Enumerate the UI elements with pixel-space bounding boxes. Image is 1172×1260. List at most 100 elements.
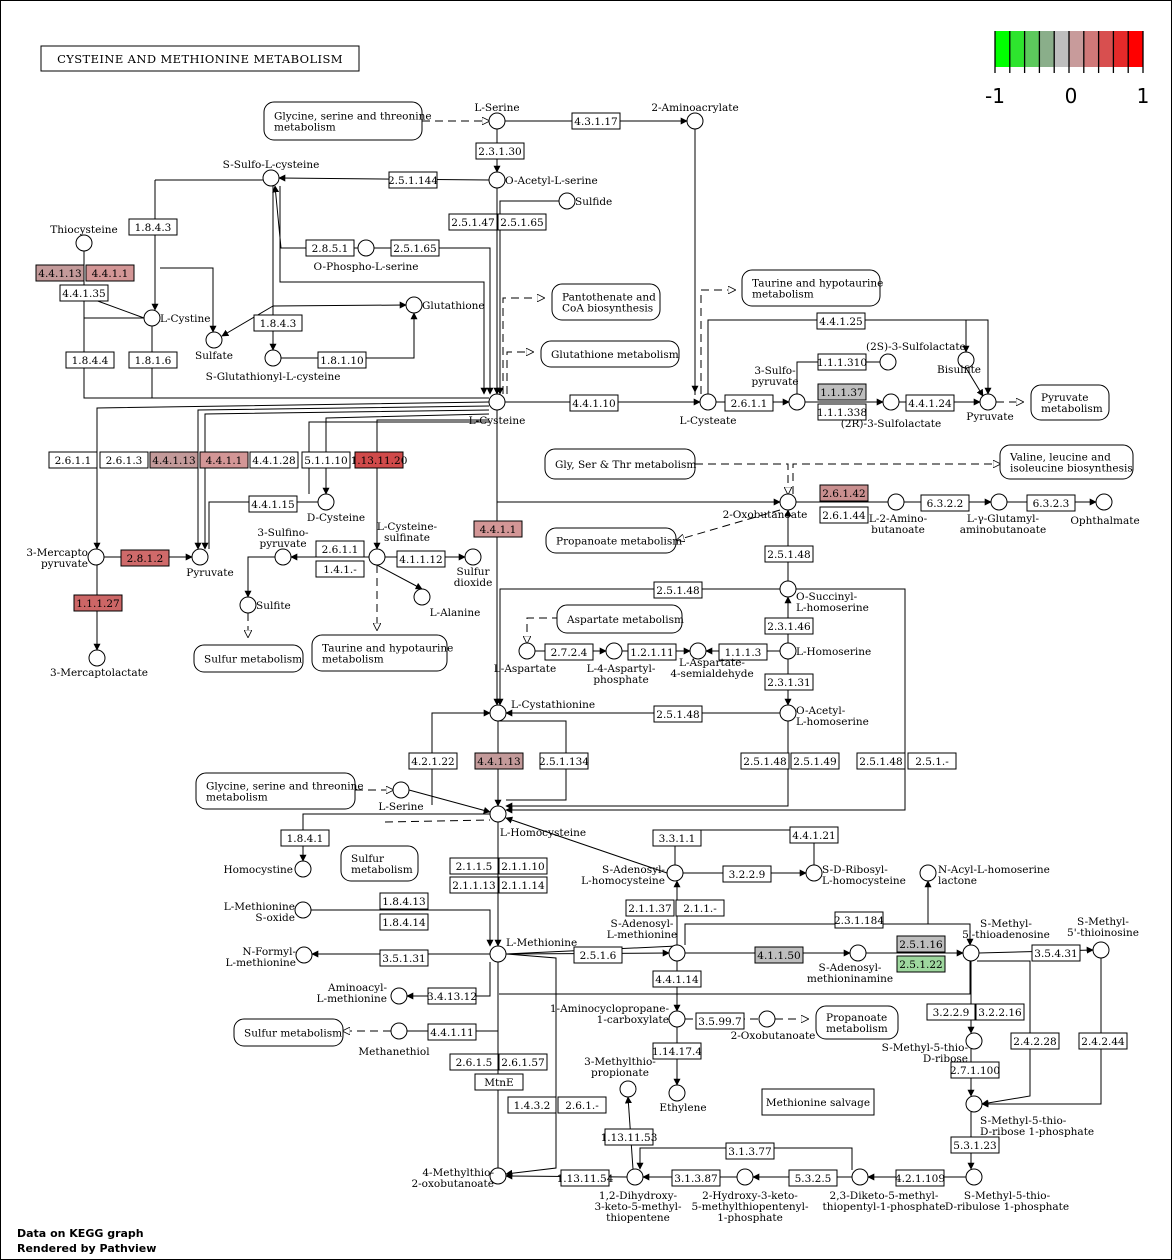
enzyme-2-5-1-65[interactable]: 2.5.1.65 — [390, 239, 440, 257]
enzyme-4-3-1-17[interactable]: 4.3.1.17 — [571, 112, 621, 130]
compound-l-cystathionine[interactable]: L-Cystathionine — [489, 699, 595, 722]
enzyme-4-1-1-12[interactable]: 4.1.1.12 — [396, 550, 446, 568]
compound-dihydroxy-keto[interactable]: 1,2-Dihydroxy-3-keto-5-methyl-thiopenten… — [594, 1168, 682, 1224]
enzyme-2-5-1--[interactable]: 2.5.1.- — [907, 752, 957, 770]
enzyme-2-1-1-10[interactable]: 2.1.1.10 — [498, 857, 548, 875]
enzyme-1-1-1-3[interactable]: 1.1.1.3 — [718, 643, 768, 661]
compound-o-phospho-serine[interactable]: O-Phospho-L-serine — [314, 239, 419, 273]
enzyme-3-5-1-31[interactable]: 3.5.1.31 — [379, 949, 429, 967]
enzyme-MtnE[interactable]: MtnE — [474, 1073, 524, 1091]
enzyme-4-4-1-1[interactable]: 4.4.1.1 — [473, 520, 523, 538]
enzyme-4-4-1-13[interactable]: 4.4.1.13 — [474, 752, 524, 770]
map-propanoate-mid[interactable]: Propanoate metabolism — [545, 527, 682, 554]
enzyme-2-5-1-22[interactable]: 2.5.1.22 — [896, 955, 946, 973]
enzyme-2-1-1-13[interactable]: 2.1.1.13 — [449, 876, 499, 894]
compound-l-serine2[interactable]: L-Serine — [378, 781, 424, 813]
enzyme-2-5-1-48[interactable]: 2.5.1.48 — [740, 752, 790, 770]
enzyme-4-4-1-14[interactable]: 4.4.1.14 — [652, 970, 702, 988]
enzyme-5-3-2-5[interactable]: 5.3.2.5 — [788, 1169, 838, 1187]
enzyme-3-3-1-1[interactable]: 3.3.1.1 — [652, 829, 702, 847]
enzyme-2-5-1-48[interactable]: 2.5.1.48 — [653, 705, 703, 723]
enzyme-5-1-1-10[interactable]: 5.1.1.10 — [301, 451, 351, 469]
compound-s-adenosyl-methionine[interactable]: S-Adenosyl-L-methionine — [607, 918, 686, 962]
compound-n-formyl-methionine[interactable]: N-Formyl-L-methionine — [226, 946, 313, 969]
enzyme-1-4-1--[interactable]: 1.4.1.- — [315, 560, 365, 578]
enzyme-6-3-2-3[interactable]: 6.3.2.3 — [1026, 494, 1076, 512]
compound-l-serine[interactable]: L-Serine — [474, 102, 520, 130]
enzyme-4-4-1-10[interactable]: 4.4.1.10 — [569, 394, 619, 412]
compound-homocystine[interactable]: Homocystine — [223, 860, 312, 878]
enzyme-3-2-2-9[interactable]: 3.2.2.9 — [722, 865, 772, 883]
compound-s-adenosyl-homocysteine[interactable]: S-Adenosyl-L-homocysteine — [581, 864, 684, 887]
enzyme-4-4-1-35[interactable]: 4.4.1.35 — [59, 284, 109, 302]
enzyme-4-4-1-13[interactable]: 4.4.1.13 — [149, 451, 199, 469]
compound-hydroxy-keto[interactable]: 2-Hydroxy-3-keto-5-methylthiopentenyl-1-… — [691, 1168, 809, 1224]
compound-l-methionine[interactable]: L-Methionine — [489, 937, 577, 963]
enzyme-1-1-1-338[interactable]: 1.1.1.338 — [817, 403, 867, 421]
enzyme-2-3-1-46[interactable]: 2.3.1.46 — [764, 617, 814, 635]
map-gly-ser-thr-mid[interactable]: Gly, Ser & Thr metabolism — [544, 448, 696, 480]
enzyme-4-4-1-15[interactable]: 4.4.1.15 — [248, 495, 298, 513]
compound-oxobutanoate2[interactable]: 2-Oxobutanoate — [731, 1010, 816, 1042]
enzyme-1-14-17-4[interactable]: 1.14.17.4 — [652, 1042, 702, 1060]
enzyme-2-8-5-1[interactable]: 2.8.5.1 — [305, 239, 355, 257]
enzyme-2-5-1-48[interactable]: 2.5.1.48 — [764, 545, 814, 563]
enzyme-6-3-2-2[interactable]: 6.3.2.2 — [920, 494, 970, 512]
enzyme-4-2-1-22[interactable]: 4.2.1.22 — [408, 752, 458, 770]
enzyme-2-4-2-44[interactable]: 2.4.2.44 — [1078, 1032, 1128, 1050]
compound-o-acetyl-serine[interactable]: O-Acetyl-L-serine — [488, 171, 598, 189]
compound-l-homoserine[interactable]: L-Homoserine — [779, 642, 871, 660]
compound-ophthalmate[interactable]: Ophthalmate — [1070, 493, 1140, 527]
enzyme-2-8-1-2[interactable]: 2.8.1.2 — [120, 549, 170, 567]
enzyme-1-8-4-14[interactable]: 1.8.4.14 — [379, 913, 429, 931]
enzyme-1-8-4-4[interactable]: 1.8.4.4 — [65, 351, 115, 369]
enzyme-3-4-13-12[interactable]: 3.4.13.12 — [427, 987, 477, 1005]
enzyme-4-4-1-1[interactable]: 4.4.1.1 — [199, 451, 249, 469]
compound-aminoacyl-methionine[interactable]: Aminoacyl-L-methionine — [317, 982, 408, 1005]
enzyme-1-1-1-27[interactable]: 1.1.1.27 — [73, 594, 123, 612]
map-sulfur-left[interactable]: Sulfur metabolism — [193, 644, 304, 673]
enzyme-2-5-1-6[interactable]: 2.5.1.6 — [573, 946, 623, 964]
enzyme-1-8-4-3[interactable]: 1.8.4.3 — [253, 314, 303, 332]
enzyme-4-4-1-28[interactable]: 4.4.1.28 — [249, 451, 299, 469]
enzyme-2-7-1-100[interactable]: 2.7.1.100 — [950, 1061, 1000, 1079]
compound-cys-sulfinate[interactable]: L-Cysteine-sulfinate — [368, 521, 438, 566]
enzyme-2-5-1-48[interactable]: 2.5.1.48 — [856, 752, 906, 770]
enzyme-1-1-1-37[interactable]: 1.1.1.37 — [817, 383, 867, 401]
compound-aminobutanoate[interactable]: L-2-Amino-butanoate — [869, 493, 928, 536]
enzyme-2-1-1-14[interactable]: 2.1.1.14 — [498, 876, 548, 894]
map-aspartate[interactable]: Aspartate metabolism — [556, 604, 684, 634]
compound-aminoacrylate[interactable]: 2-Aminoacrylate — [651, 102, 739, 130]
map-glutathione[interactable]: Glutathione metabolism — [540, 340, 680, 368]
compound-s-glut-cys[interactable]: S-Glutathionyl-L-cysteine — [206, 349, 341, 383]
compound-methanethiol[interactable]: Methanethiol — [358, 1022, 430, 1058]
enzyme-2-6-1-3[interactable]: 2.6.1.3 — [99, 451, 149, 469]
compound-s-sulfolactate[interactable]: (2S)-3-Sulfolactate — [866, 341, 966, 371]
enzyme-2-5-1-49[interactable]: 2.5.1.49 — [790, 752, 840, 770]
compound-l-aspartate[interactable]: L-Aspartate — [494, 642, 556, 675]
enzyme-2-6-1--[interactable]: 2.6.1.- — [557, 1096, 607, 1114]
enzyme-2-1-1-37[interactable]: 2.1.1.37 — [625, 899, 675, 917]
enzyme-1-13-11-20[interactable]: 1.13.11.20 — [351, 451, 408, 469]
compound-sulfite[interactable]: Sulfite — [239, 596, 291, 614]
compound-sulfide[interactable]: Sulfide — [558, 192, 612, 210]
compound-o-succinyl-homoserine[interactable]: O-Succinyl-L-homoserine — [779, 580, 869, 614]
compound-glutathione[interactable]: Glutathione — [405, 296, 485, 314]
compound-methylthio-oxobutanoate[interactable]: 4-Methylthio-2-oxobutanoate — [411, 1167, 507, 1190]
enzyme-2-6-1-1[interactable]: 2.6.1.1 — [724, 394, 774, 412]
compound-r-sulfolactate[interactable]: (2R)-3-Sulfolactate — [841, 393, 942, 430]
compound-d-cysteine[interactable]: D-Cysteine — [307, 493, 365, 524]
enzyme-1-13-11-53[interactable]: 1.13.11.53 — [601, 1128, 658, 1146]
compound-bisulfite[interactable]: Bisulfite — [937, 351, 981, 376]
enzyme-4-1-1-50[interactable]: 4.1.1.50 — [754, 946, 804, 964]
enzyme-2-6-1-44[interactable]: 2.6.1.44 — [819, 506, 869, 524]
